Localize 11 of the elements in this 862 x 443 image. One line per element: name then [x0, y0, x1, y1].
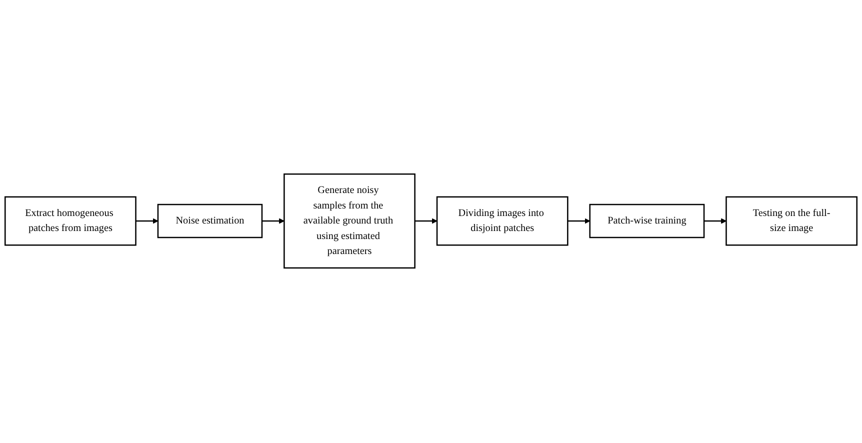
node-box: Testing on the full-size image: [726, 196, 858, 246]
arrow: [414, 218, 438, 224]
arrow: [136, 218, 158, 224]
arrow: [704, 218, 726, 224]
node-box: Extract homogeneous patches from images: [4, 196, 136, 246]
node-box: Dividing images into disjoint patches: [436, 196, 568, 246]
node-box: Generate noisy samples from the available ground truth using estimated parameters: [284, 174, 416, 270]
arrow: [262, 218, 284, 224]
node-box: Patch-wise training: [589, 204, 705, 239]
arrow: [568, 218, 590, 224]
node-box: Noise estimation: [157, 204, 263, 239]
